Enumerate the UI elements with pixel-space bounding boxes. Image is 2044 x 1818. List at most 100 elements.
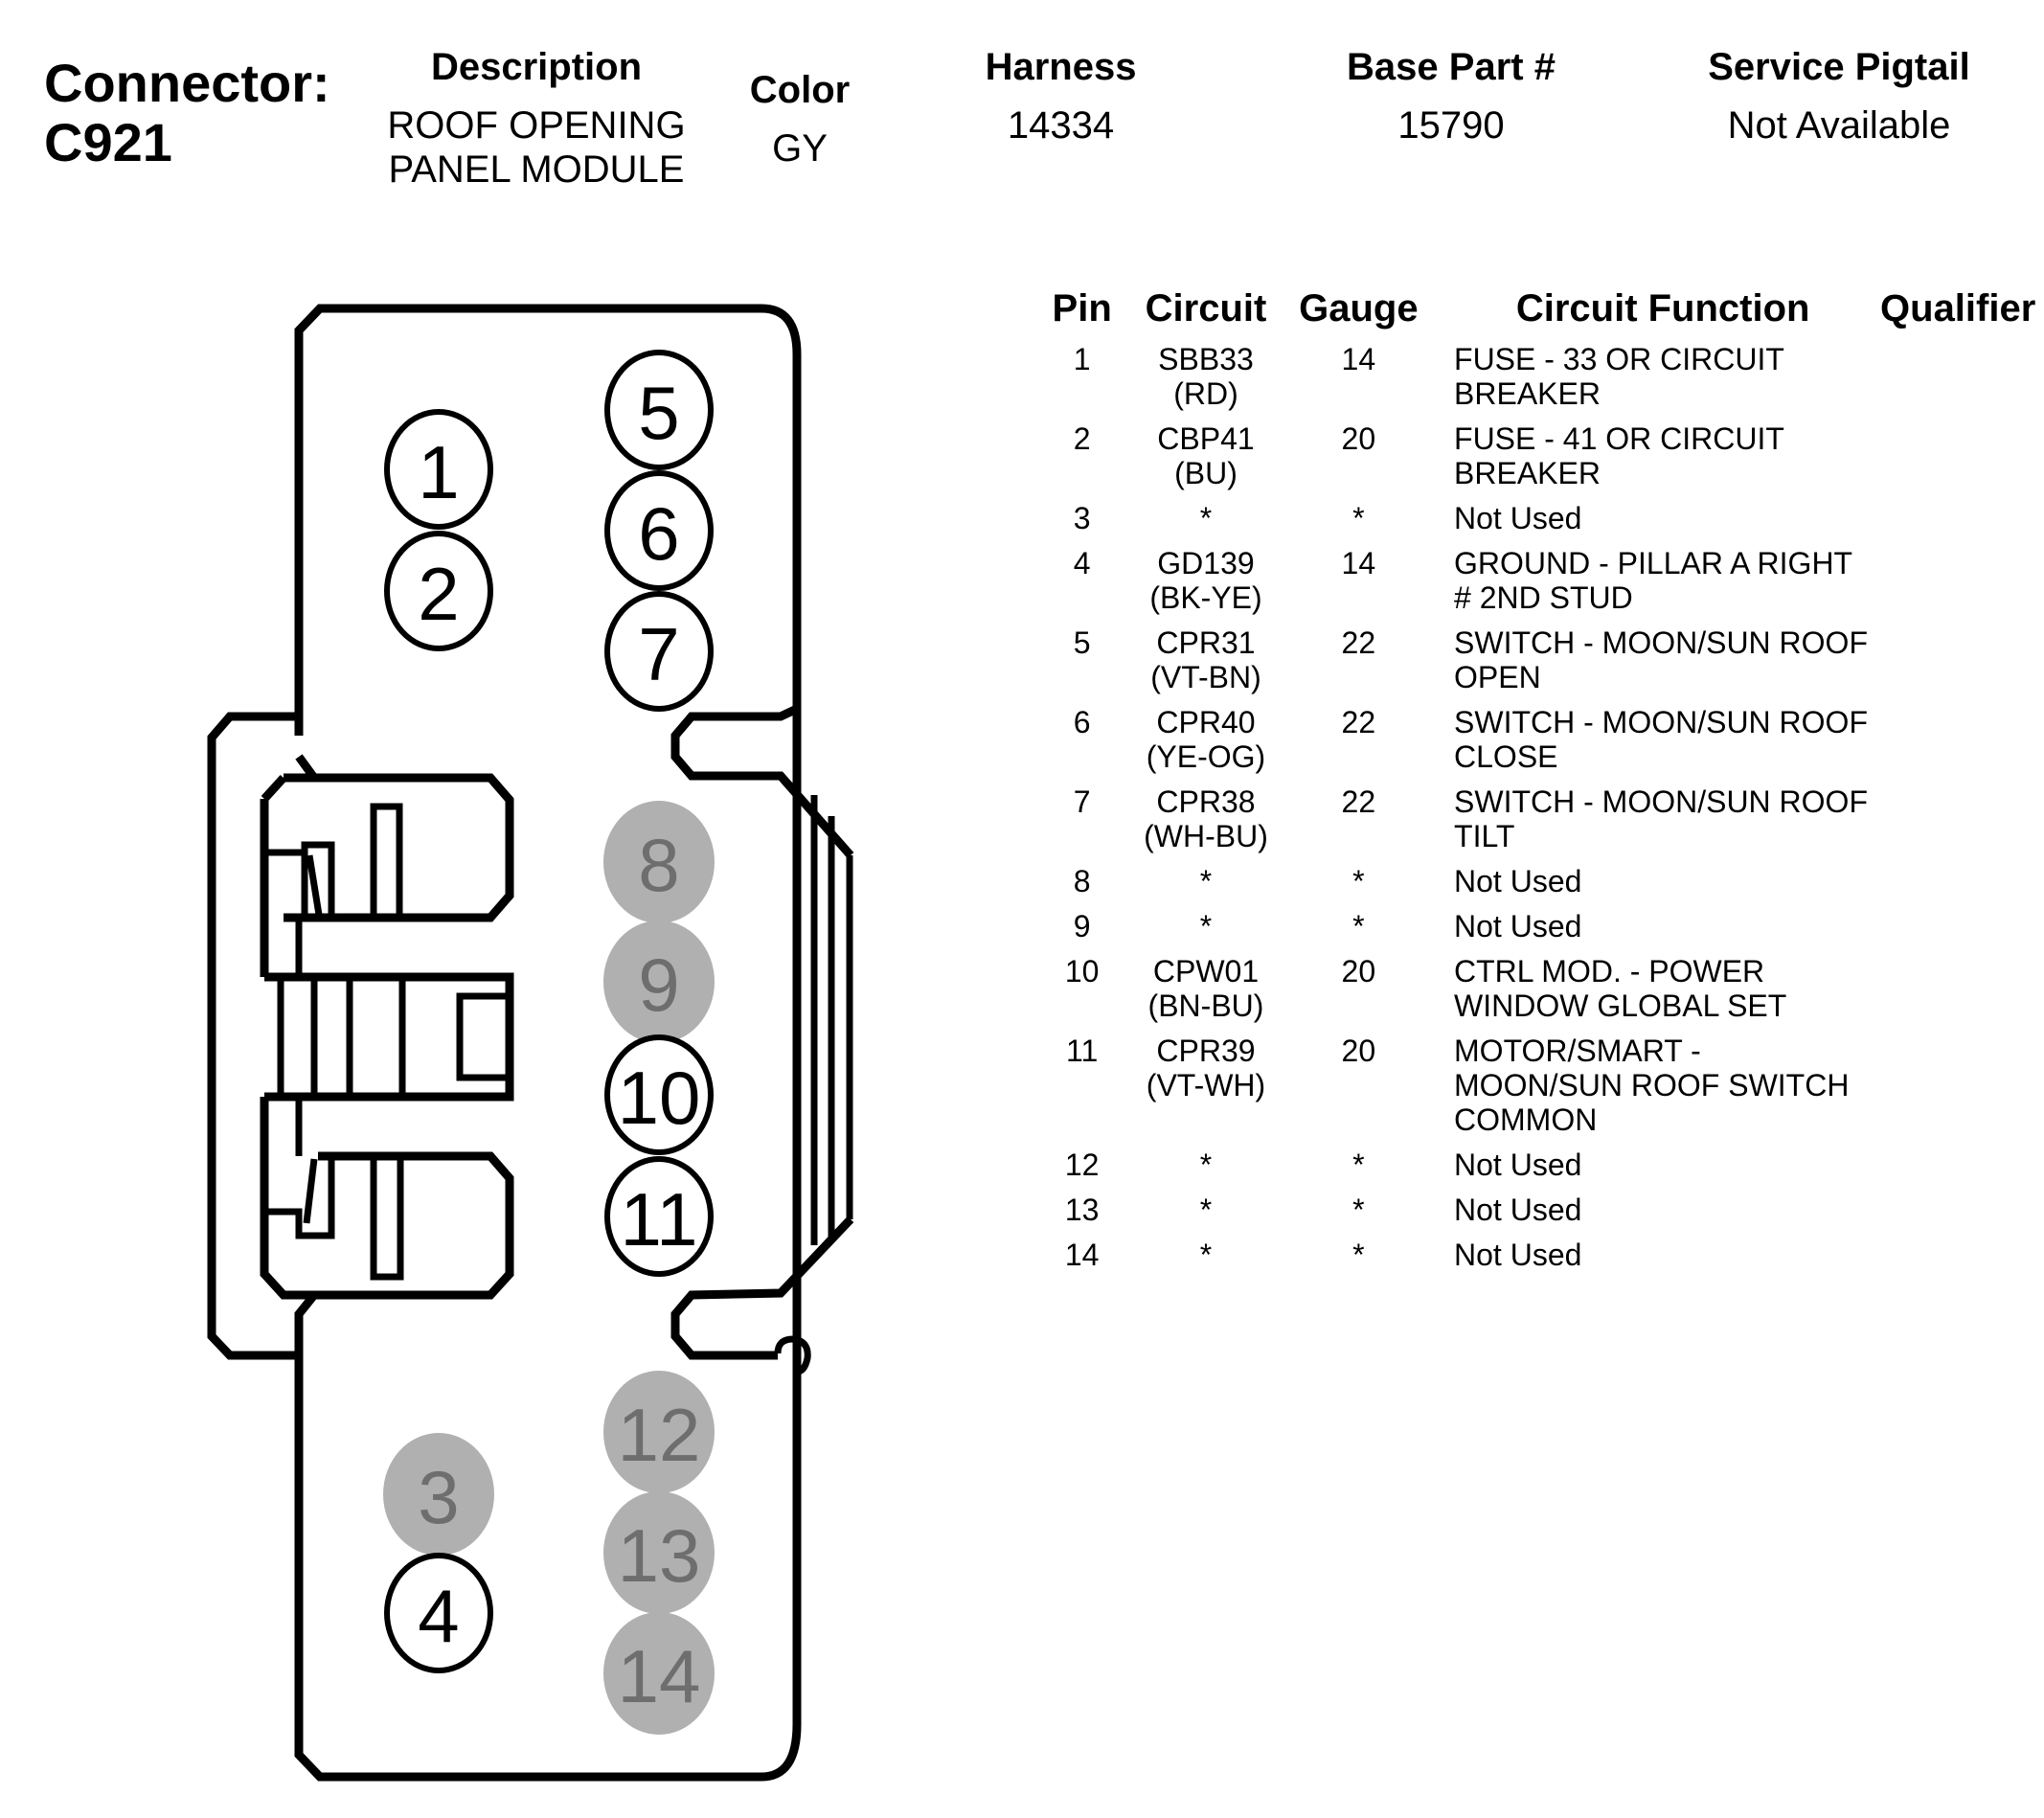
pin-cell: 9 bbox=[1034, 909, 1129, 954]
gauge-cell: * bbox=[1283, 1193, 1435, 1238]
pin-number-label: 8 bbox=[638, 823, 679, 907]
pin-cell: 12 bbox=[1034, 1148, 1129, 1193]
column-header-gauge: Gauge bbox=[1299, 287, 1419, 330]
description-value-line-2: PANEL MODULE bbox=[388, 148, 685, 191]
circuit-cell-line: * bbox=[1199, 864, 1213, 898]
circuit-cell: * bbox=[1129, 909, 1282, 954]
circuit-cell: CPW01(BN-BU) bbox=[1129, 954, 1282, 1034]
connector-id: C921 bbox=[44, 112, 172, 172]
base-part-header: Base Part # bbox=[1347, 46, 1556, 88]
pin-number-label: 11 bbox=[621, 1177, 698, 1261]
function-cell: Not Used bbox=[1435, 1238, 1872, 1283]
circuit-cell-line: CPR39 bbox=[1156, 1034, 1256, 1068]
circuit-cell-line: (BU) bbox=[1174, 456, 1238, 490]
pin-cell: 2 bbox=[1034, 421, 1129, 501]
pin-cell: 3 bbox=[1034, 501, 1129, 546]
function-cell-line: SWITCH - MOON/SUN ROOF bbox=[1454, 705, 1868, 739]
circuit-cell-line: * bbox=[1199, 1148, 1213, 1182]
circuit-cell-line: * bbox=[1199, 909, 1213, 943]
pin-cell: 11 bbox=[1034, 1034, 1129, 1148]
function-cell-line: Not Used bbox=[1454, 501, 1582, 535]
column-header-pin: Pin bbox=[1052, 287, 1112, 330]
circuit-cell-line: CPR40 bbox=[1156, 705, 1256, 739]
function-cell-line: FUSE - 41 OR CIRCUIT bbox=[1454, 421, 1784, 456]
pin-cavity-shape bbox=[383, 1433, 494, 1556]
gauge-cell: 20 bbox=[1283, 954, 1435, 1034]
base-part-value: 15790 bbox=[1397, 104, 1505, 147]
function-cell-line: Not Used bbox=[1454, 1193, 1582, 1227]
column-header-qualifier: Qualifier bbox=[1880, 287, 2036, 330]
pin-cavity-11: 11 bbox=[604, 1156, 714, 1277]
pin-cavity-7: 7 bbox=[604, 591, 714, 712]
connector-label: Connector: bbox=[44, 53, 330, 113]
circuit-cell-line: SBB33 bbox=[1158, 342, 1254, 376]
pin-cavity-5: 5 bbox=[604, 350, 714, 470]
gauge-cell-line: 20 bbox=[1341, 421, 1376, 456]
pin-cavity-shape bbox=[603, 1612, 715, 1735]
function-cell-line: WINDOW GLOBAL SET bbox=[1454, 989, 1787, 1023]
pin-cell-line: 5 bbox=[1073, 625, 1091, 660]
pin-number-label: 9 bbox=[638, 943, 679, 1027]
pin-number-label: 10 bbox=[618, 1056, 701, 1140]
gauge-cell-line: 22 bbox=[1341, 784, 1376, 819]
pin-cavity-shape bbox=[603, 920, 715, 1043]
pin-cell-line: 2 bbox=[1073, 421, 1091, 456]
gauge-cell: * bbox=[1283, 1238, 1435, 1283]
pin-cell-line: 1 bbox=[1073, 342, 1091, 376]
upper-latch-arm bbox=[264, 803, 403, 918]
pin-cell: 1 bbox=[1034, 342, 1129, 421]
middle-latch-block bbox=[264, 972, 514, 1102]
circuit-cell: GD139(BK-YE) bbox=[1129, 546, 1282, 625]
circuit-cell: CBP41(BU) bbox=[1129, 421, 1282, 501]
function-cell-line: Not Used bbox=[1454, 909, 1582, 943]
gauge-cell: 20 bbox=[1283, 421, 1435, 501]
color-value: GY bbox=[772, 127, 828, 170]
function-cell-line: CTRL MOD. - POWER bbox=[1454, 954, 1765, 989]
pin-cell: 13 bbox=[1034, 1193, 1129, 1238]
service-pigtail-header: Service Pigtail bbox=[1708, 46, 1970, 88]
circuit-cell-line: CPR31 bbox=[1156, 625, 1256, 660]
function-cell-line: BREAKER bbox=[1454, 456, 1601, 490]
circuit-cell: CPR39(VT-WH) bbox=[1129, 1034, 1282, 1148]
pin-cavity-shape bbox=[603, 1491, 715, 1614]
circuit-cell-line: (RD) bbox=[1173, 376, 1238, 411]
pin-cell-line: 14 bbox=[1064, 1238, 1100, 1272]
function-cell-line: Not Used bbox=[1454, 1238, 1582, 1272]
gauge-cell-line: * bbox=[1352, 864, 1365, 898]
pin-cavity-9: 9 bbox=[603, 920, 715, 1043]
qualifier-cell bbox=[1872, 625, 2044, 705]
pin-number-label: 7 bbox=[638, 612, 679, 696]
column-header-circuit: Circuit bbox=[1145, 287, 1267, 330]
gauge-cell-line: 14 bbox=[1341, 546, 1376, 580]
pin-cell-line: 11 bbox=[1066, 1034, 1099, 1068]
pin-cavity-13: 13 bbox=[603, 1491, 715, 1614]
lower-latch-arm bbox=[264, 1156, 404, 1281]
function-cell: GROUND - PILLAR A RIGHT# 2ND STUD bbox=[1435, 546, 1872, 625]
pin-cell-line: 12 bbox=[1064, 1148, 1100, 1182]
circuit-cell-line: CPW01 bbox=[1152, 954, 1260, 989]
circuit-cell-line: (VT-WH) bbox=[1146, 1068, 1266, 1102]
pin-cell: 5 bbox=[1034, 625, 1129, 705]
function-cell-line: GROUND - PILLAR A RIGHT bbox=[1454, 546, 1853, 580]
table-row: 12**Not Used bbox=[1034, 1148, 2044, 1193]
pin-cavity-shape bbox=[604, 350, 714, 470]
right-hook bbox=[774, 1335, 811, 1375]
circuit-cell-line: (VT-BN) bbox=[1150, 660, 1261, 694]
qualifier-cell bbox=[1872, 1148, 2044, 1193]
circuit-cell-line: * bbox=[1199, 1238, 1213, 1272]
gauge-cell-line: * bbox=[1352, 1238, 1365, 1272]
middle-latch-ribs bbox=[277, 977, 508, 1097]
qualifier-cell bbox=[1872, 784, 2044, 864]
function-cell: Not Used bbox=[1435, 501, 1872, 546]
pin-cell-line: 4 bbox=[1073, 546, 1091, 580]
gauge-cell-line: * bbox=[1352, 1148, 1365, 1182]
color-header: Color bbox=[749, 69, 851, 111]
pin-cavity-4: 4 bbox=[384, 1553, 493, 1673]
